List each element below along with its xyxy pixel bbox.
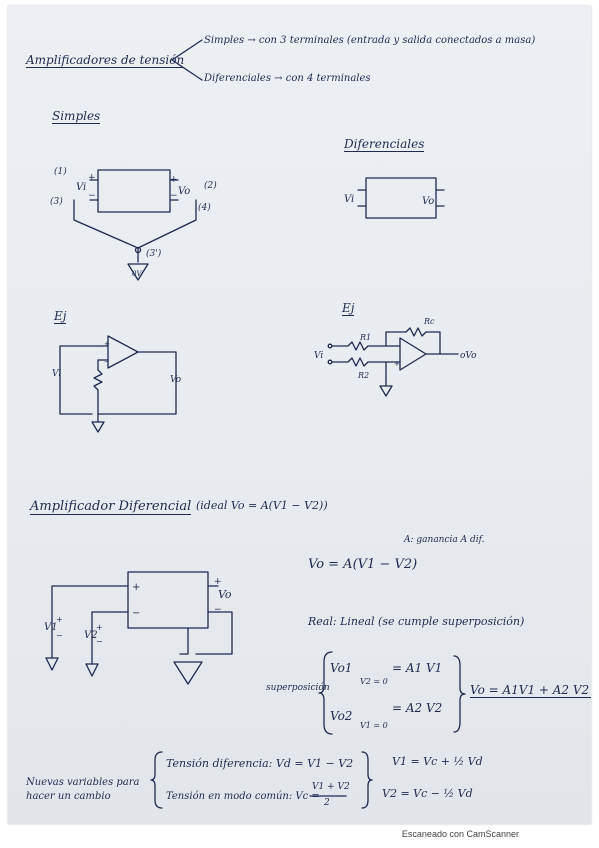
common-voltage-bot: 2 [324, 798, 330, 808]
simple-example-label: Ej [54, 309, 67, 324]
case2-cond: V1 = 0 [360, 721, 388, 730]
rc-label: Rc [423, 317, 435, 326]
diff-vo: Vo [422, 196, 434, 207]
common-voltage-pre: Tensión en modo común: Vc = [166, 791, 320, 802]
simple-ex-plus: + [104, 340, 110, 348]
superpos-brace [318, 651, 333, 735]
amp-plus: + [132, 582, 140, 593]
simple-vi-plus: + [88, 173, 96, 183]
t1-label: (1) [54, 166, 67, 177]
amp-out-plus: + [214, 577, 222, 587]
result-formula: Vo = A1V1 + A2 V2 ✱ [470, 684, 591, 698]
amp-heading: Amplificador Diferencial [30, 499, 192, 515]
common-voltage-top: V1 + V2 [312, 782, 350, 792]
header-brace [171, 39, 203, 81]
gnd-label: (3') [146, 248, 162, 259]
new-vars-right-brace [361, 751, 373, 809]
case2-left: Vo2 [330, 709, 353, 723]
simple-vo: Vo [178, 186, 190, 197]
amp-v2: V2 [84, 630, 98, 641]
header-title: Amplificadores de tensión [26, 53, 185, 68]
t3-label: (3) [50, 196, 63, 207]
r1-label: R1 [359, 333, 371, 342]
simple-vo-plus: + [170, 175, 178, 185]
diff-block-circuit: Vi Vo [344, 177, 445, 219]
simple-vi: Vi [76, 182, 86, 193]
real-note: Real: Lineal (se cumple superposición) [308, 615, 525, 628]
notebook-page: Amplificadores de tensión Simples → con … [8, 6, 591, 824]
diff-heading: Diferenciales [344, 137, 425, 152]
t2-label: (2) [204, 180, 217, 191]
simple-amp-circuit: (1) (3) Vi + − Vo + − (2) (4) (3') 0V [50, 166, 217, 281]
simple-vi-minus: − [88, 191, 96, 201]
diff-example-label: Ej [342, 301, 355, 316]
diff-ex-vi: Vi [314, 351, 323, 361]
amp-v1-plus: + [56, 615, 63, 624]
diff-ex-minus: − [394, 342, 400, 350]
gnd-value: 0V [132, 270, 142, 278]
amp-v1-minus: − [56, 631, 63, 640]
diff-ex-plus: + [394, 360, 400, 368]
amp-v1: V1 [44, 622, 58, 633]
branch-simple: Simples → con 3 terminales (entrada y sa… [204, 35, 536, 46]
simple-ex-vi: Vi [52, 369, 61, 379]
amp-ideal: (ideal Vo = A(V1 − V2)) [196, 499, 328, 512]
t4-label: (4) [198, 202, 211, 213]
diff-example-circuit: R1 R2 Rc Vi oVo − + [314, 317, 477, 397]
fraction-bar [309, 795, 347, 797]
superpos-label: superposición [266, 683, 330, 693]
superpos-right-brace [453, 655, 466, 733]
diff-vi: Vi [344, 194, 354, 205]
new-vars-note: Nuevas variables para hacer un cambio [26, 777, 140, 802]
v2-equation: V2 = Vc − ½ Vd [382, 787, 473, 800]
amp-v2-minus: − [96, 637, 103, 646]
amp-formula: Vo = A(V1 − V2) [308, 557, 418, 572]
amp-v2-plus: + [96, 623, 103, 632]
amp-vo: Vo [218, 588, 232, 601]
amp-minus: − [132, 608, 140, 619]
diff-ex-vo: oVo [460, 351, 477, 361]
simple-heading: Simples [52, 109, 101, 124]
r2-label: R2 [357, 371, 369, 380]
amp-out-minus: − [214, 605, 222, 615]
new-vars-brace [150, 751, 163, 809]
scanner-footer: Escaneado con CamScanner [0, 826, 599, 848]
case2-right: = A2 V2 [392, 701, 443, 715]
simple-vo-minus: − [170, 191, 178, 201]
scanner-watermark: Escaneado con CamScanner [401, 829, 519, 839]
branch-diff: Diferenciales → con 4 terminales [204, 73, 371, 84]
diff-voltage: Tensión diferencia: Vd = V1 − V2 [166, 757, 354, 770]
simple-example-circuit: + − Vi Vo [52, 335, 182, 433]
case1-cond: V2 = 0 [360, 677, 388, 686]
simple-ex-vo: Vo [170, 375, 182, 385]
case1-left: Vo1 [330, 661, 353, 675]
case1-right: = A1 V1 [392, 661, 443, 675]
v1-equation: V1 = Vc + ½ Vd [392, 755, 483, 768]
amp-diff-circuit: + − + Vo − V1 + − V2 + − [44, 571, 233, 685]
simple-ex-minus: − [104, 358, 110, 366]
gain-note: A: ganancia A dif. [404, 535, 485, 545]
